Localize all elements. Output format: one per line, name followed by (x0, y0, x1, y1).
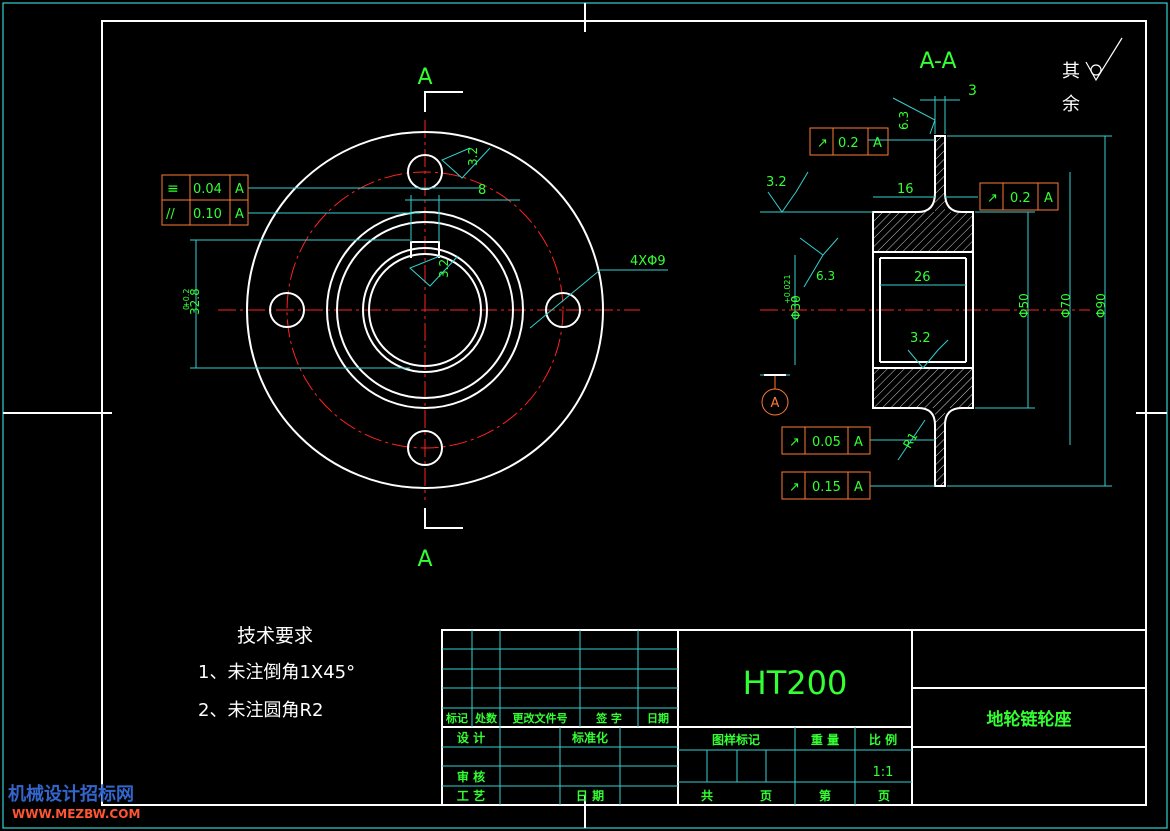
tol-datum: A (235, 207, 244, 222)
tol-symbol-parallel: // (166, 207, 175, 222)
tol-symbol-runout: ↗ (789, 435, 800, 450)
roughness-value: 6.3 (897, 111, 911, 130)
bore-tol-lower: 0 (790, 297, 799, 302)
tol-datum: A (854, 480, 863, 495)
roughness-value: 3.2 (766, 175, 787, 190)
rev-header: 更改文件号 (513, 711, 568, 725)
tol-datum: A (854, 435, 863, 450)
bore-tol-upper: +0.021 (783, 274, 792, 304)
tech-req-item2: 2、未注圆角R2 (198, 700, 323, 721)
section-label-bottom: A (417, 547, 432, 572)
hub-length-dim: 16 (897, 182, 914, 197)
stage-mark-label: 图样标记 (712, 732, 760, 747)
front-view (161, 91, 668, 529)
watermark-url: WWW.MEZBW.COM (12, 807, 140, 821)
bolt-hole (269, 292, 305, 328)
scale-value: 1:1 (873, 765, 894, 780)
material-label: HT200 (743, 664, 848, 702)
sheet-no-label: 第 (819, 788, 831, 803)
total-label: 共 (701, 788, 713, 803)
part-name: 地轮链轮座 (987, 709, 1072, 730)
roughness-value: 6.3 (816, 269, 835, 283)
rev-header: 签 字 (595, 711, 622, 725)
holes-callout: 4XΦ9 (630, 254, 666, 269)
surface-note-line2: 余 (1062, 94, 1080, 115)
watermark-text: 机械设计招标网 (8, 783, 134, 805)
rev-header: 处数 (474, 711, 498, 725)
sheet-unit-label: 页 (878, 789, 890, 803)
keyway-depth-tol-upper: +0.2 (182, 289, 191, 308)
section-view (760, 37, 1123, 500)
dim-phi50: Φ50 (1017, 293, 1031, 318)
tol-symbol-runout: ↗ (817, 136, 828, 151)
process-label: 工 艺 (457, 788, 485, 803)
tol-datum: A (1044, 191, 1053, 206)
rev-header: 日期 (647, 711, 669, 725)
tol-symbol-runout: ↗ (789, 480, 800, 495)
surface-note-line1: 其 (1062, 61, 1080, 82)
date-label: 日 期 (576, 788, 604, 803)
bolt-hole (407, 154, 443, 190)
tol-datum: A (235, 182, 244, 197)
section-label-top: A (417, 65, 432, 90)
section-view-title: A-A (919, 49, 956, 74)
flange-outer-circle (246, 131, 604, 489)
weight-label: 重 量 (811, 732, 839, 747)
sheet-unit-label: 页 (760, 789, 772, 803)
bolt-hole (545, 292, 581, 328)
tol-value: 0.15 (812, 480, 841, 495)
roughness-value: 3.2 (437, 259, 451, 278)
section-outline (872, 135, 974, 487)
centering-marks (3, 3, 1167, 828)
keyway-depth-tol-lower: 0 (182, 305, 191, 310)
title-block (441, 629, 1147, 806)
rev-header: 标记 (445, 711, 468, 725)
datum-label: A (771, 396, 780, 411)
dim-phi70: Φ70 (1059, 293, 1073, 318)
tol-value: 0.05 (812, 435, 841, 450)
tol-value: 0.04 (193, 182, 222, 197)
tol-value: 0.2 (838, 136, 859, 151)
tol-datum: A (873, 136, 882, 151)
bore-dim: Φ30 (789, 295, 803, 320)
bore-circle (368, 253, 482, 367)
keyway-depth-dim: 32.8 (188, 288, 202, 315)
radius-callout: R1 (900, 430, 920, 451)
tech-req-title: 技术要求 (237, 625, 313, 647)
thickness-dim: 3 (968, 83, 977, 99)
design-label: 设 计 (457, 730, 485, 745)
review-label: 审 核 (457, 769, 485, 784)
scale-label: 比 例 (869, 732, 897, 747)
tol-value: 0.10 (193, 207, 222, 222)
roughness-value: 3.2 (910, 331, 931, 346)
roughness-value: 3.2 (466, 147, 480, 166)
dim-phi90: Φ90 (1094, 293, 1108, 318)
bolt-hole (407, 430, 443, 466)
tol-symbol-symmetry: ≡ (167, 181, 179, 197)
tol-value: 0.2 (1010, 191, 1031, 206)
standardize-label: 标准化 (571, 730, 608, 745)
tech-req-item1: 1、未注倒角1X45° (198, 662, 355, 683)
bore-length-dim: 26 (914, 270, 931, 285)
tol-symbol-runout: ↗ (987, 191, 998, 206)
keyway-width-dim: 8 (478, 183, 486, 198)
